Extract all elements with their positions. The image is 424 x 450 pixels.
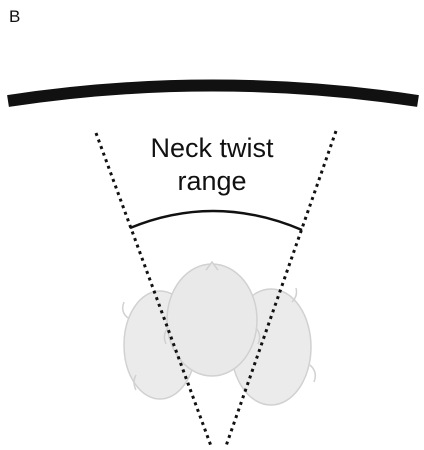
range-label-line-2: range [112,165,312,198]
head-rotation-icon [123,262,316,405]
curved-screen-icon [8,86,418,102]
range-label-line-1: Neck twist [112,132,312,165]
neck-twist-range-label: Neck twist range [112,132,312,198]
range-arc [130,211,302,230]
